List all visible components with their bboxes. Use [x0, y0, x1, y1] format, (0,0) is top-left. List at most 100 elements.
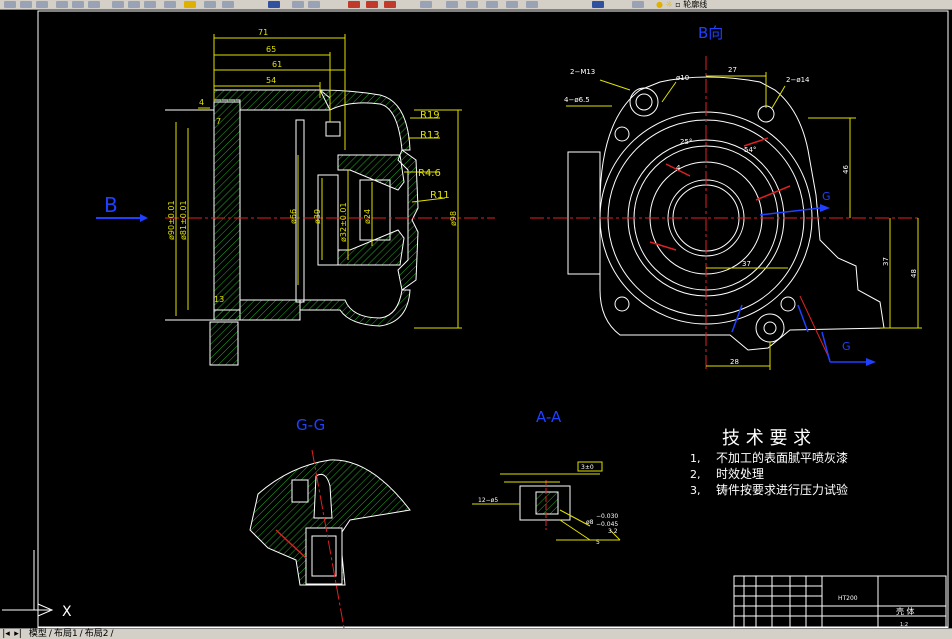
- undo-icon[interactable]: [204, 1, 216, 8]
- match-properties-icon[interactable]: [164, 1, 176, 8]
- drawing-frame: [37, 10, 949, 628]
- dim-r4-6: R4.6: [418, 168, 441, 179]
- lightbulb-icon: ●: [656, 0, 663, 9]
- dim-71: 71: [258, 28, 268, 37]
- markup-icon[interactable]: [506, 1, 518, 8]
- zoom-out-icon[interactable]: [384, 1, 396, 8]
- section-right-wall: [397, 149, 419, 291]
- tech-item-3-num: 3,: [690, 484, 701, 497]
- dim-4-b: 4: [676, 164, 681, 172]
- dim-r13: R13: [420, 130, 440, 141]
- section-foot: [209, 321, 239, 366]
- b-view: B向: [530, 24, 922, 370]
- pan-icon[interactable]: [268, 1, 280, 8]
- aa-dim-5: 5: [596, 539, 600, 546]
- dim-46: 46: [842, 165, 850, 174]
- zoom-window-icon[interactable]: [308, 1, 320, 8]
- tech-item-2: 时效处理: [716, 466, 764, 481]
- publish-icon[interactable]: [88, 1, 100, 8]
- cut-icon[interactable]: [112, 1, 124, 8]
- section-flange-bottom: [213, 299, 301, 321]
- aa-dim-phi: ø8: [586, 519, 594, 526]
- paste-icon[interactable]: [144, 1, 156, 8]
- tech-requirements: 技 术 要 求 1, 不加工的表面腻平喷灰漆 2, 时效处理 3, 铸件按要求进…: [690, 428, 848, 497]
- aa-dim-tol-2: −0.045: [596, 521, 618, 528]
- ucs-icon: X: [2, 550, 72, 620]
- dim-phi98: ø98: [449, 211, 458, 226]
- scale-label: 1:2: [900, 622, 908, 628]
- dim-27: 27: [728, 66, 737, 74]
- layer-control[interactable]: ● ☼ ▫ 轮廓线: [656, 0, 707, 9]
- dim-r11: R11: [430, 190, 450, 201]
- dim-phi39: ø39: [313, 209, 322, 224]
- tool-palettes-icon[interactable]: [466, 1, 478, 8]
- gg-view: G-G: [249, 416, 411, 628]
- dim-28: 28: [730, 358, 739, 366]
- tab-layout2[interactable]: 布局2: [84, 629, 109, 639]
- gg-label: G-G: [296, 416, 325, 434]
- copy-icon[interactable]: [128, 1, 140, 8]
- properties-icon[interactable]: [420, 1, 432, 8]
- layout-tabs: |◂▸| 模型/布局1/布局2/: [0, 628, 952, 639]
- dim-61: 61: [272, 60, 282, 69]
- tech-title: 技 术 要 求: [722, 428, 811, 449]
- section-view: 71 65 61 54 7 4 13 R19 R13 R4.6 R11 ø90±…: [96, 28, 495, 366]
- tech-item-3: 铸件按要求进行压力试验: [716, 482, 848, 497]
- dim-phi24: ø24: [363, 209, 372, 224]
- dim-37-mid: 37: [742, 260, 751, 268]
- aa-dim-tol-1: −0.030: [596, 513, 618, 520]
- toolbar: ● ☼ ▫ 轮廓线: [0, 0, 952, 10]
- last-tab-arrow-icon[interactable]: ▸|: [14, 629, 22, 639]
- dim-37-right: 37: [882, 257, 890, 266]
- dim-13: 13: [214, 295, 224, 304]
- zoom-in-icon[interactable]: [366, 1, 378, 8]
- sheet-set-icon[interactable]: [486, 1, 498, 8]
- dim-phi32: ø32±0.01: [339, 202, 348, 242]
- design-center-icon[interactable]: [446, 1, 458, 8]
- ucs-x-label: X: [62, 604, 72, 620]
- material-label: HT200: [838, 595, 858, 602]
- section-top-shell: [319, 89, 411, 151]
- new-icon[interactable]: [4, 1, 16, 8]
- preview-icon[interactable]: [72, 1, 84, 8]
- dim-48: 48: [910, 269, 918, 278]
- dim-r19: R19: [420, 110, 440, 121]
- tab-layout1[interactable]: 布局1: [53, 629, 78, 639]
- tech-item-1-num: 1,: [690, 452, 701, 465]
- b-view-label: B向: [698, 24, 723, 42]
- block-editor-icon[interactable]: [184, 1, 196, 8]
- drawing-canvas[interactable]: 71 65 61 54 7 4 13 R19 R13 R4.6 R11 ø90±…: [0, 10, 952, 628]
- dim-phi81: ø81±0.01: [179, 200, 188, 240]
- open-icon[interactable]: [20, 1, 32, 8]
- title-block: HT200 壳 体 1:2: [733, 575, 947, 628]
- dim-54: 54: [266, 76, 276, 85]
- tab-model[interactable]: 模型: [28, 629, 47, 639]
- help-icon[interactable]: [592, 1, 604, 8]
- zoom-previous-icon[interactable]: [348, 1, 360, 8]
- first-tab-arrow-icon[interactable]: |◂: [2, 629, 10, 639]
- b-arrow-label: B: [104, 193, 118, 217]
- tech-item-2-num: 2,: [690, 468, 701, 481]
- aa-dim-12: 12−ø5: [478, 497, 498, 504]
- part-name-label: 壳 体: [896, 606, 915, 616]
- dim-4: 4: [199, 98, 204, 107]
- save-icon[interactable]: [36, 1, 48, 8]
- section-left-wall: [213, 99, 241, 321]
- dim-phi66: ø66: [289, 209, 298, 224]
- dim-2-phi14: 2−ø14: [786, 76, 810, 84]
- redo-icon[interactable]: [222, 1, 234, 8]
- layer-manager-icon[interactable]: [632, 1, 644, 8]
- aa-view: A-A 3±0 12−ø5 −0.030 −0.045 ø8 5 3.2: [472, 408, 621, 546]
- dim-7: 7: [216, 117, 221, 126]
- dim-25deg: 25°: [680, 138, 692, 146]
- print-icon[interactable]: [56, 1, 68, 8]
- tech-item-1: 不加工的表面腻平喷灰漆: [716, 450, 848, 465]
- dim-65: 65: [266, 45, 276, 54]
- dim-4-phi6-5: 4−ø6.5: [564, 96, 590, 104]
- quickcalc-icon[interactable]: [526, 1, 538, 8]
- g-label-1: G: [822, 190, 831, 203]
- sun-icon: ☼: [665, 0, 673, 9]
- layer-name: 轮廓线: [683, 0, 708, 9]
- aa-dim-ra: 3.2: [608, 528, 618, 535]
- zoom-realtime-icon[interactable]: [292, 1, 304, 8]
